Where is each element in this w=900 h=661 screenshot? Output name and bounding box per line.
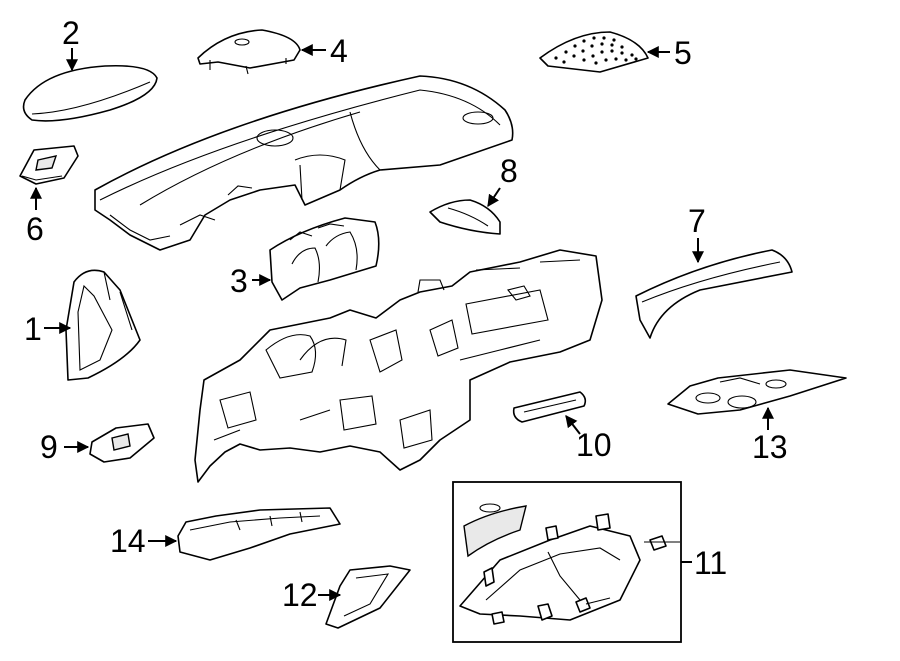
svg-text:2: 2 xyxy=(62,15,80,51)
callout-7: 7 xyxy=(688,203,706,264)
part-7-lower-trim xyxy=(635,249,793,339)
callout-13: 13 xyxy=(752,406,788,465)
part-11-kit-box xyxy=(452,481,682,643)
instrument-panel-upper xyxy=(94,75,514,251)
svg-text:12: 12 xyxy=(282,577,318,613)
callout-8: 8 xyxy=(487,153,518,207)
svg-text:1: 1 xyxy=(24,311,42,347)
svg-text:3: 3 xyxy=(230,263,248,299)
part-9-bracket xyxy=(89,423,155,463)
svg-text:9: 9 xyxy=(40,429,58,465)
callout-1: 1 xyxy=(24,311,72,347)
svg-text:4: 4 xyxy=(330,33,348,69)
part-4-top-cover xyxy=(197,29,301,75)
part-3-cluster-bezel xyxy=(269,217,380,301)
svg-text:7: 7 xyxy=(688,203,706,239)
callout-10: 10 xyxy=(565,415,612,463)
svg-text:10: 10 xyxy=(576,427,612,463)
part-6-switch-bezel xyxy=(19,145,79,185)
svg-text:14: 14 xyxy=(110,523,146,559)
part-1-end-trim xyxy=(65,269,141,381)
instrument-panel-frame xyxy=(194,249,603,483)
callout-5: 5 xyxy=(646,35,692,71)
callout-14: 14 xyxy=(110,523,178,559)
svg-text:11: 11 xyxy=(694,545,727,581)
svg-text:8: 8 xyxy=(500,153,518,189)
callout-4: 4 xyxy=(300,33,348,69)
part-8-end-cover xyxy=(429,199,501,235)
svg-text:6: 6 xyxy=(26,211,44,247)
callout-12: 12 xyxy=(282,577,342,613)
svg-text:5: 5 xyxy=(674,35,692,71)
part-2-trim-cover xyxy=(22,64,158,122)
callout-11: 11 xyxy=(681,545,727,581)
part-13-lower-tray xyxy=(667,369,847,415)
callout-2: 2 xyxy=(62,15,80,72)
part-14-bolster-bracket xyxy=(177,507,341,561)
callout-6: 6 xyxy=(26,186,44,247)
part-10-trim-strip xyxy=(512,391,587,423)
callout-3: 3 xyxy=(230,263,272,299)
svg-text:13: 13 xyxy=(752,429,788,465)
part-12-lower-bracket xyxy=(325,565,411,629)
callout-9: 9 xyxy=(40,429,90,465)
part-5-speaker-grille xyxy=(539,31,649,73)
